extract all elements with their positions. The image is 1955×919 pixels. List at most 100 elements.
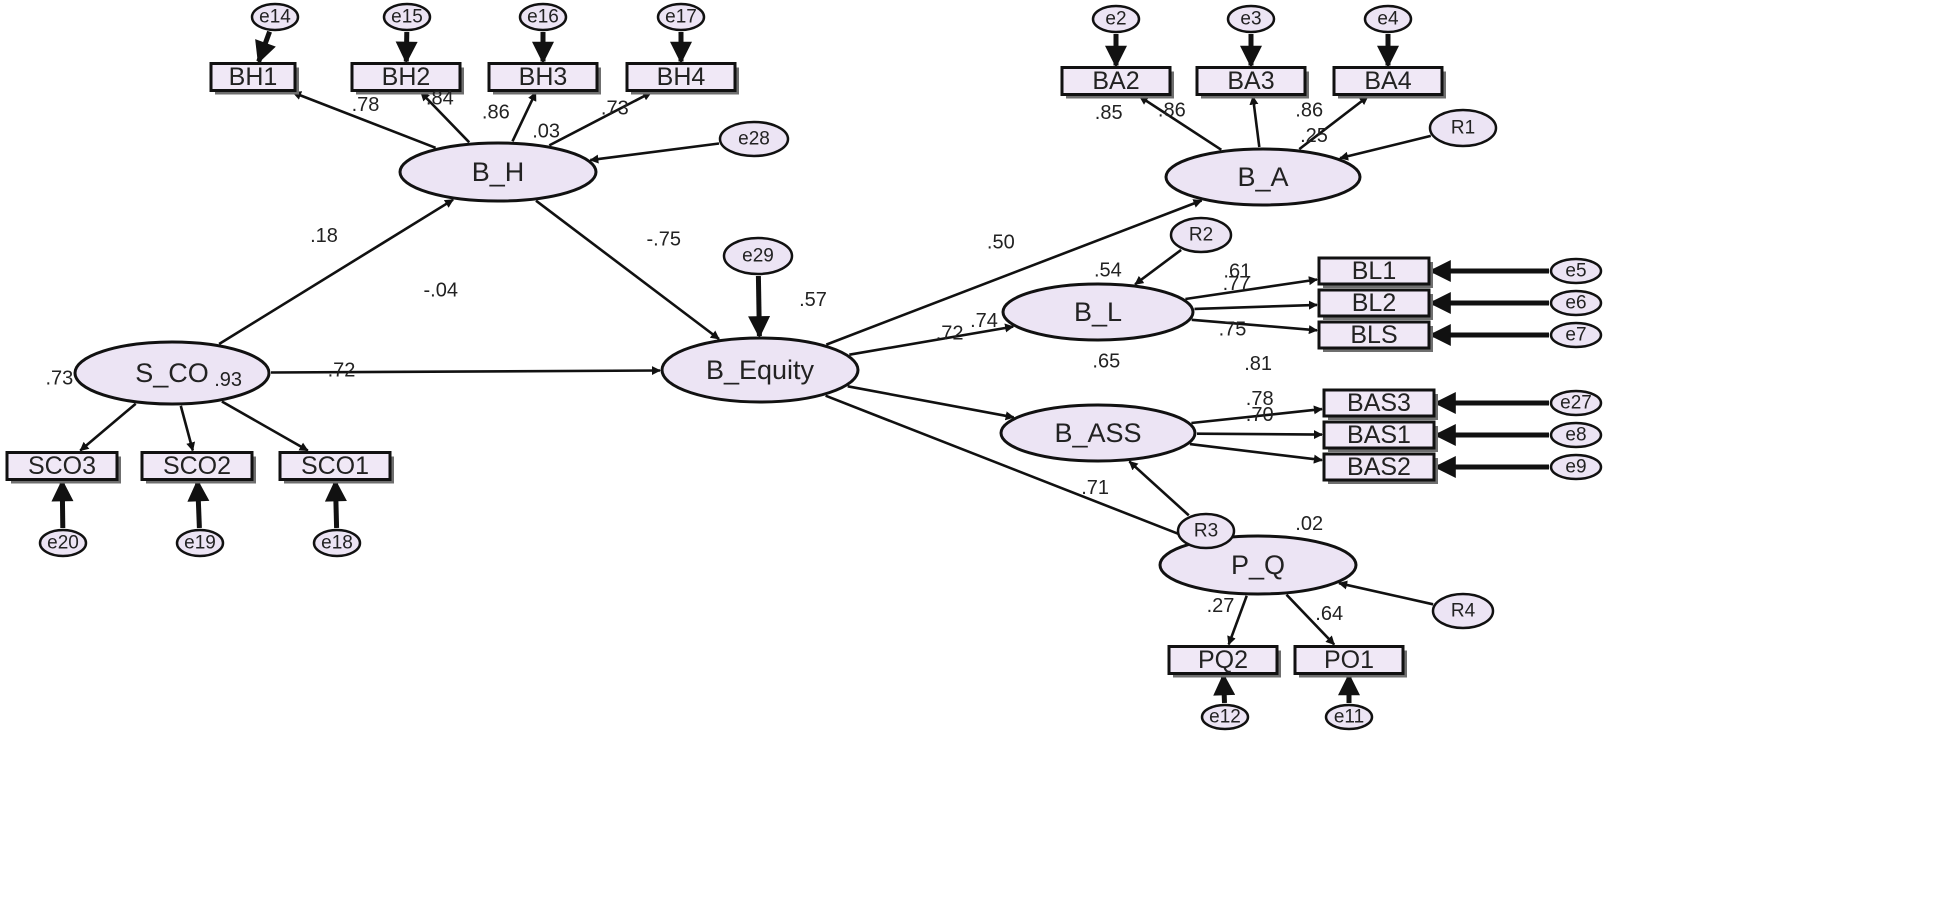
latent-variable-b-equity: B_Equity — [660, 336, 860, 404]
e17-label: e17 — [665, 7, 697, 28]
path-b-equity-to-p-q — [825, 394, 1197, 542]
error-term-e5: e5 — [1549, 257, 1603, 285]
observed-variable-bas2: BAS2 — [1322, 452, 1438, 484]
coef-sco-bh: .18 — [310, 225, 338, 247]
sco2-label: SCO2 — [163, 452, 231, 480]
e18-label: e18 — [321, 533, 353, 554]
bas2-label: BAS2 — [1347, 453, 1411, 481]
coef-beq-bl: .74 — [970, 310, 998, 332]
e20-label: e20 — [47, 533, 79, 554]
latent-variable-b-l: B_L — [1001, 282, 1195, 342]
path-e19-to-sco2 — [187, 479, 210, 529]
path-b-ass-to-bas2 — [1189, 442, 1323, 464]
coef-ba-ba3: .86 — [1158, 100, 1186, 122]
bh1-label: BH1 — [229, 63, 278, 91]
path-e15-to-bh2 — [395, 31, 418, 64]
bh2-label: BH2 — [382, 63, 431, 91]
error-term-e17: e17 — [656, 2, 706, 32]
s-co-label: S_CO — [135, 358, 209, 388]
error-term-e19: e19 — [175, 528, 225, 558]
po1-label: PO1 — [1324, 646, 1374, 674]
e5-label: e5 — [1565, 261, 1586, 282]
b-a-label: B_A — [1237, 162, 1288, 192]
error-term-e28: e28 — [718, 120, 790, 158]
coef-sco-sco3: .73 — [46, 367, 74, 389]
e3-label: e3 — [1240, 9, 1261, 30]
e28-label: e28 — [738, 129, 770, 150]
bas3-label: BAS3 — [1347, 389, 1411, 417]
observed-variable-pq2: PQ2 — [1167, 645, 1281, 678]
path-s-co-to-sco2 — [179, 405, 196, 452]
coef-sco-sco1: .72 — [328, 359, 356, 381]
bls-label: BLS — [1350, 321, 1397, 349]
observed-variable-ba4: BA4 — [1332, 66, 1446, 99]
coef-bh-bh4: .73 — [601, 97, 629, 119]
e29-label: e29 — [742, 246, 774, 267]
path-b-equity-to-b-a — [825, 199, 1203, 346]
path-s-co-to-sco1 — [221, 400, 309, 452]
e14-label: e14 — [259, 7, 291, 28]
error-term-e14: e14 — [250, 2, 300, 32]
r3-label: R3 — [1194, 521, 1218, 542]
coef-bass-r2: .65 — [1092, 351, 1120, 373]
coef-beq-ba: .50 — [987, 232, 1015, 254]
path-b-h-to-bh3 — [511, 91, 537, 142]
latent-variable-s-co: S_CO — [73, 340, 271, 406]
path-r4-to-p-q — [1338, 580, 1434, 606]
observed-variable-bh3: BH3 — [487, 62, 601, 95]
sco1-label: SCO1 — [301, 452, 369, 480]
latent-variable-p-q: P_Q — [1158, 534, 1358, 596]
observed-variable-sco3: SCO3 — [5, 451, 121, 484]
latent-variable-b-a: B_A — [1164, 147, 1362, 207]
b-ass-label: B_ASS — [1054, 418, 1141, 448]
observed-variable-ba3: BA3 — [1195, 66, 1309, 99]
path-s-co-to-sco3 — [79, 402, 137, 452]
coef-pq-r2: .02 — [1295, 513, 1323, 535]
error-term-e16: e16 — [518, 2, 568, 32]
bh4-label: BH4 — [657, 63, 706, 91]
observed-variable-bh2: BH2 — [350, 62, 464, 95]
path-arrows — [51, 30, 1549, 704]
path-b-h-to-bh4 — [548, 91, 652, 147]
observed-variable-bh1: BH1 — [209, 62, 299, 95]
e15-label: e15 — [391, 7, 423, 28]
latent-variable-b-ass: B_ASS — [999, 403, 1197, 463]
error-term-e3: e3 — [1226, 4, 1276, 34]
e8-label: e8 — [1565, 425, 1586, 446]
e16-label: e16 — [527, 7, 559, 28]
r4-label: R4 — [1451, 601, 1476, 622]
b-equity-label: B_Equity — [706, 355, 815, 385]
path-b-h-to-b-equity — [535, 199, 720, 341]
e9-label: e9 — [1565, 457, 1586, 478]
ba4-label: BA4 — [1364, 67, 1411, 95]
sco3-label: SCO3 — [28, 452, 96, 480]
path-b-l-to-bls — [1191, 318, 1318, 335]
path-s-co-to-b-equity — [270, 366, 661, 376]
coef-ba-r2: .25 — [1300, 125, 1328, 147]
bl1-label: BL1 — [1352, 257, 1396, 285]
b-h-label: B_H — [472, 157, 525, 187]
diagram-nodes: B_H S_CO B_Equity B_A B_L B_ASS P_Q BH1 BH2 BH3 BH… — [5, 2, 1603, 731]
error-term-e29: e29 — [722, 236, 794, 276]
path-b-l-to-bl1 — [1185, 276, 1318, 301]
r1-label: R1 — [1451, 118, 1475, 139]
coef-bh-bh1: .78 — [352, 94, 380, 116]
bh3-label: BH3 — [519, 63, 568, 91]
coef-bh-bh3: .86 — [482, 101, 510, 123]
error-term-r4: R4 — [1431, 592, 1495, 630]
path-b-a-to-ba3 — [1249, 95, 1261, 148]
observed-variable-bls: BLS — [1317, 320, 1433, 352]
error-term-r2: R2 — [1169, 216, 1233, 254]
e2-label: e2 — [1105, 9, 1126, 30]
coef-bass-bas3: .81 — [1244, 353, 1272, 375]
coef-pq-po1: .64 — [1315, 603, 1343, 625]
error-term-e9: e9 — [1549, 453, 1603, 481]
path-r3-to-b-ass — [1128, 460, 1190, 517]
e11-label: e11 — [1334, 707, 1364, 728]
error-term-e6: e6 — [1549, 289, 1603, 317]
bas1-label: BAS1 — [1347, 421, 1411, 449]
path-coefficients: .78.84.86.73.03.85.86.86.25.18-.75-.04.5… — [46, 88, 1344, 625]
coef-sco-sco2: .93 — [214, 369, 242, 391]
path-b-h-to-bh2 — [420, 91, 471, 144]
